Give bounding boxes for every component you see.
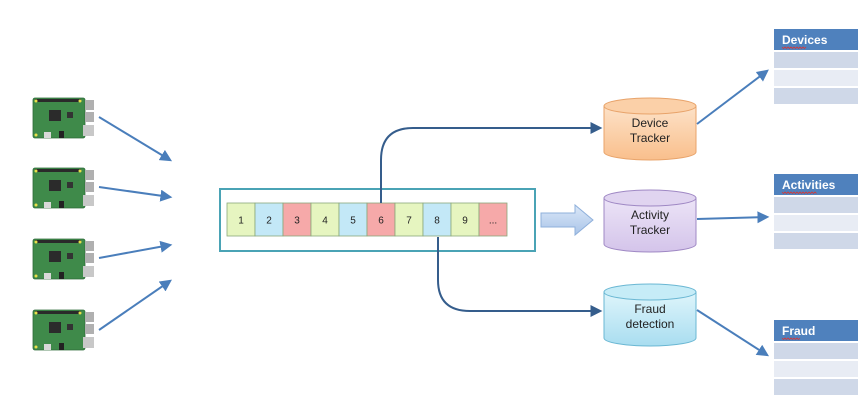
queue-cell-label: 6 [378, 216, 384, 227]
output-arrow-devices [696, 69, 769, 125]
queue-cell: 6 [366, 202, 396, 237]
table-row [774, 197, 858, 213]
queue-cell: 8 [422, 202, 452, 237]
table-header [774, 174, 858, 195]
table-header-label: Activities [782, 178, 836, 192]
queue-cell: 4 [310, 202, 340, 237]
processors: DeviceTrackerActivityTrackerFrauddetecti… [603, 97, 697, 347]
queue-cell-label: 2 [266, 216, 272, 227]
table-header-label: Devices [782, 33, 828, 47]
table-row [774, 88, 858, 104]
devices-table: Devices [774, 29, 858, 104]
table-header [774, 29, 858, 50]
queue-cell: 5 [338, 202, 368, 237]
table-row [774, 52, 858, 68]
spellcheck-underline [781, 46, 807, 50]
spellcheck-underline [781, 337, 801, 341]
connector-to-device-tracker [380, 122, 603, 203]
output-arrow-fraud [696, 309, 770, 357]
table-row [774, 379, 858, 395]
device-tracker-label-line1: Device [632, 116, 669, 130]
queue-cell-label: 8 [434, 216, 440, 227]
queue-cell-label: 5 [350, 216, 356, 227]
source-arrow-4 [98, 279, 172, 331]
queue-cell-label: 7 [406, 216, 412, 227]
queue-cell: 2 [254, 202, 284, 237]
source-arrow-1 [98, 116, 173, 162]
source-devices [32, 97, 94, 351]
table-header [774, 320, 858, 341]
queue-cell-label: 9 [462, 216, 468, 227]
source-arrow-3 [98, 240, 173, 259]
queue-cell-label: ... [489, 216, 497, 227]
raspberry-pi-board-icon [32, 309, 94, 351]
activities-table: Activities [774, 174, 858, 249]
message-queue: 1 2 3 4 5 6 7 8 9... [226, 202, 508, 237]
device-tracker-label-line2: Tracker [630, 131, 670, 145]
table-header-label: Fraud [782, 324, 815, 338]
queue-cell-label: 4 [322, 216, 328, 227]
table-row [774, 233, 858, 249]
fraud-table: Fraud [774, 320, 858, 395]
output-arrow-activities [696, 211, 770, 224]
activity-tracker-label-line1: Activity [631, 208, 669, 222]
table-row [774, 215, 858, 231]
fraud-detection-label-line1: Fraud [634, 302, 665, 316]
spellcheck-underline [781, 191, 817, 195]
queue-cell: 1 [226, 202, 256, 237]
queue-cell-label: 3 [294, 216, 300, 227]
table-row [774, 343, 858, 359]
queue-cell-label: 1 [238, 216, 244, 227]
queue-cell: ... [478, 202, 508, 237]
queue-cell: 7 [394, 202, 424, 237]
block-arrow-icon [540, 203, 594, 237]
queue-cell: 3 [282, 202, 312, 237]
raspberry-pi-board-icon [32, 97, 94, 139]
connector-to-fraud-detection [437, 237, 603, 317]
raspberry-pi-board-icon [32, 167, 94, 209]
fraud-detection-label-line2: detection [626, 317, 675, 331]
activity-tracker-label-line2: Tracker [630, 223, 670, 237]
table-row [774, 70, 858, 86]
source-arrow-2 [98, 186, 173, 202]
queue-cell: 9 [450, 202, 480, 237]
source-arrows [98, 116, 173, 331]
raspberry-pi-board-icon [32, 238, 94, 280]
table-row [774, 361, 858, 377]
